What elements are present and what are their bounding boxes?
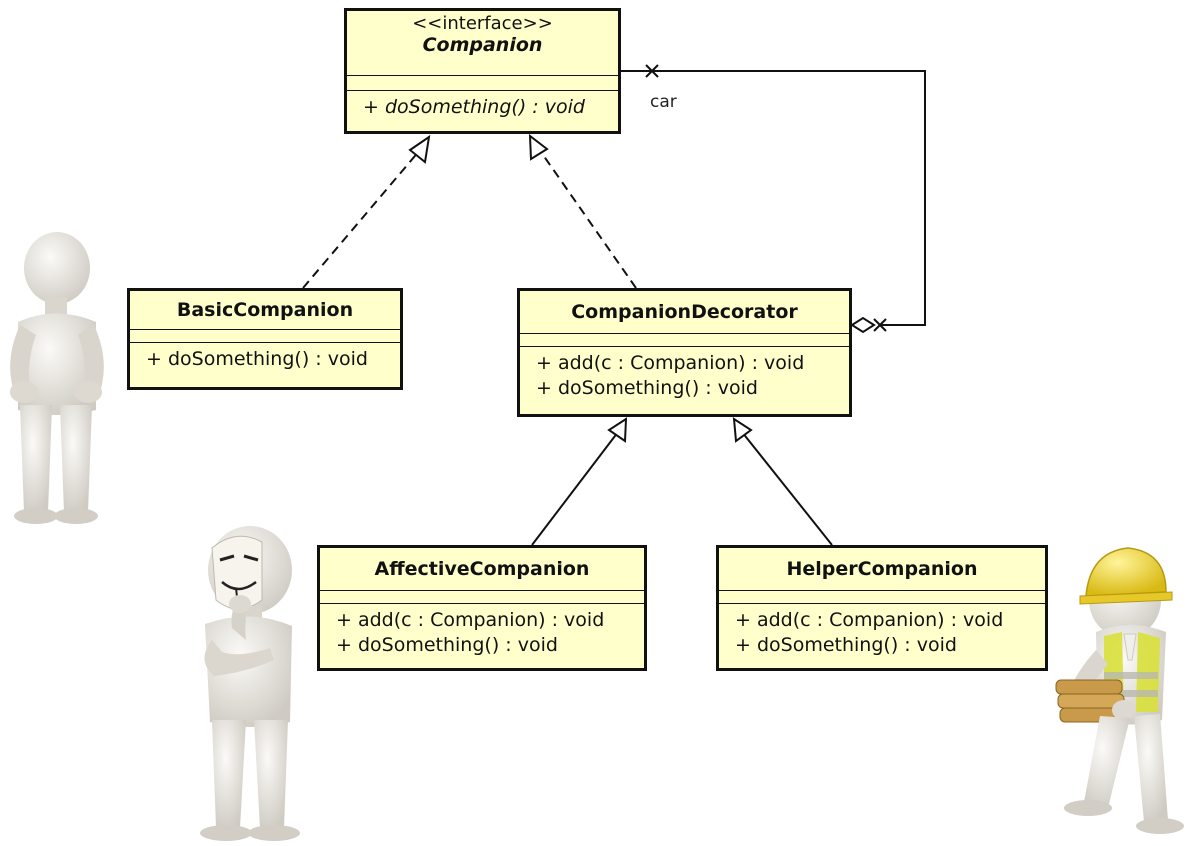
realization-decorator-to-companion (528, 133, 637, 289)
operation: + add(c : Companion) : void (735, 609, 1004, 631)
class-helper-companion-header: HelperCompanion (719, 548, 1045, 591)
class-companion-decorator-header: CompanionDecorator (520, 291, 849, 334)
aggregation-association-car (621, 64, 926, 334)
attribute-compartment (520, 334, 849, 347)
attribute-compartment (719, 591, 1045, 604)
generalization-helper-to-decorator (732, 417, 833, 546)
operation-compartment: + doSomething() : void (347, 91, 618, 124)
class-affective-companion[interactable]: AffectiveCompanion + add(c : Companion) … (317, 545, 647, 671)
operation: + doSomething() : void (146, 348, 368, 370)
realization-basic-to-companion (302, 134, 431, 289)
operation: + add(c : Companion) : void (336, 609, 605, 631)
attribute-compartment (347, 76, 618, 91)
class-companion[interactable]: <<interface>> Companion + doSomething() … (344, 8, 621, 134)
class-name: BasicCompanion (176, 299, 354, 321)
operation: + doSomething() : void (336, 634, 558, 656)
class-companion-header: <<interface>> Companion (347, 11, 618, 76)
class-companion-decorator[interactable]: CompanionDecorator + add(c : Companion) … (517, 288, 852, 417)
generalization-affective-to-decorator (531, 417, 628, 546)
association-role-label: car (650, 92, 677, 112)
class-name: CompanionDecorator (571, 301, 798, 323)
class-helper-companion[interactable]: HelperCompanion + add(c : Companion) : v… (716, 545, 1048, 671)
masked-thinking-figure (200, 526, 300, 841)
operation: + doSomething() : void (363, 96, 585, 118)
class-name: AffectiveCompanion (374, 558, 590, 580)
operation-compartment: + add(c : Companion) : void + doSomethin… (719, 604, 1045, 662)
operation: + doSomething() : void (735, 634, 957, 656)
standing-figure (10, 232, 104, 524)
attribute-compartment (320, 591, 644, 604)
class-name: HelperCompanion (786, 558, 978, 580)
construction-worker-figure (1055, 547, 1184, 834)
class-basic-companion-header: BasicCompanion (130, 291, 400, 330)
operation: + doSomething() : void (536, 377, 758, 399)
operation-compartment: + add(c : Companion) : void + doSomethin… (520, 347, 849, 405)
attribute-compartment (130, 330, 400, 343)
operation-compartment: + add(c : Companion) : void + doSomethin… (320, 604, 644, 662)
class-affective-companion-header: AffectiveCompanion (320, 548, 644, 591)
stereotype-label: <<interface>> (412, 13, 553, 34)
class-basic-companion[interactable]: BasicCompanion + doSomething() : void (127, 288, 403, 390)
class-name: Companion (422, 34, 543, 56)
operation: + add(c : Companion) : void (536, 352, 805, 374)
operation-compartment: + doSomething() : void (130, 343, 400, 376)
